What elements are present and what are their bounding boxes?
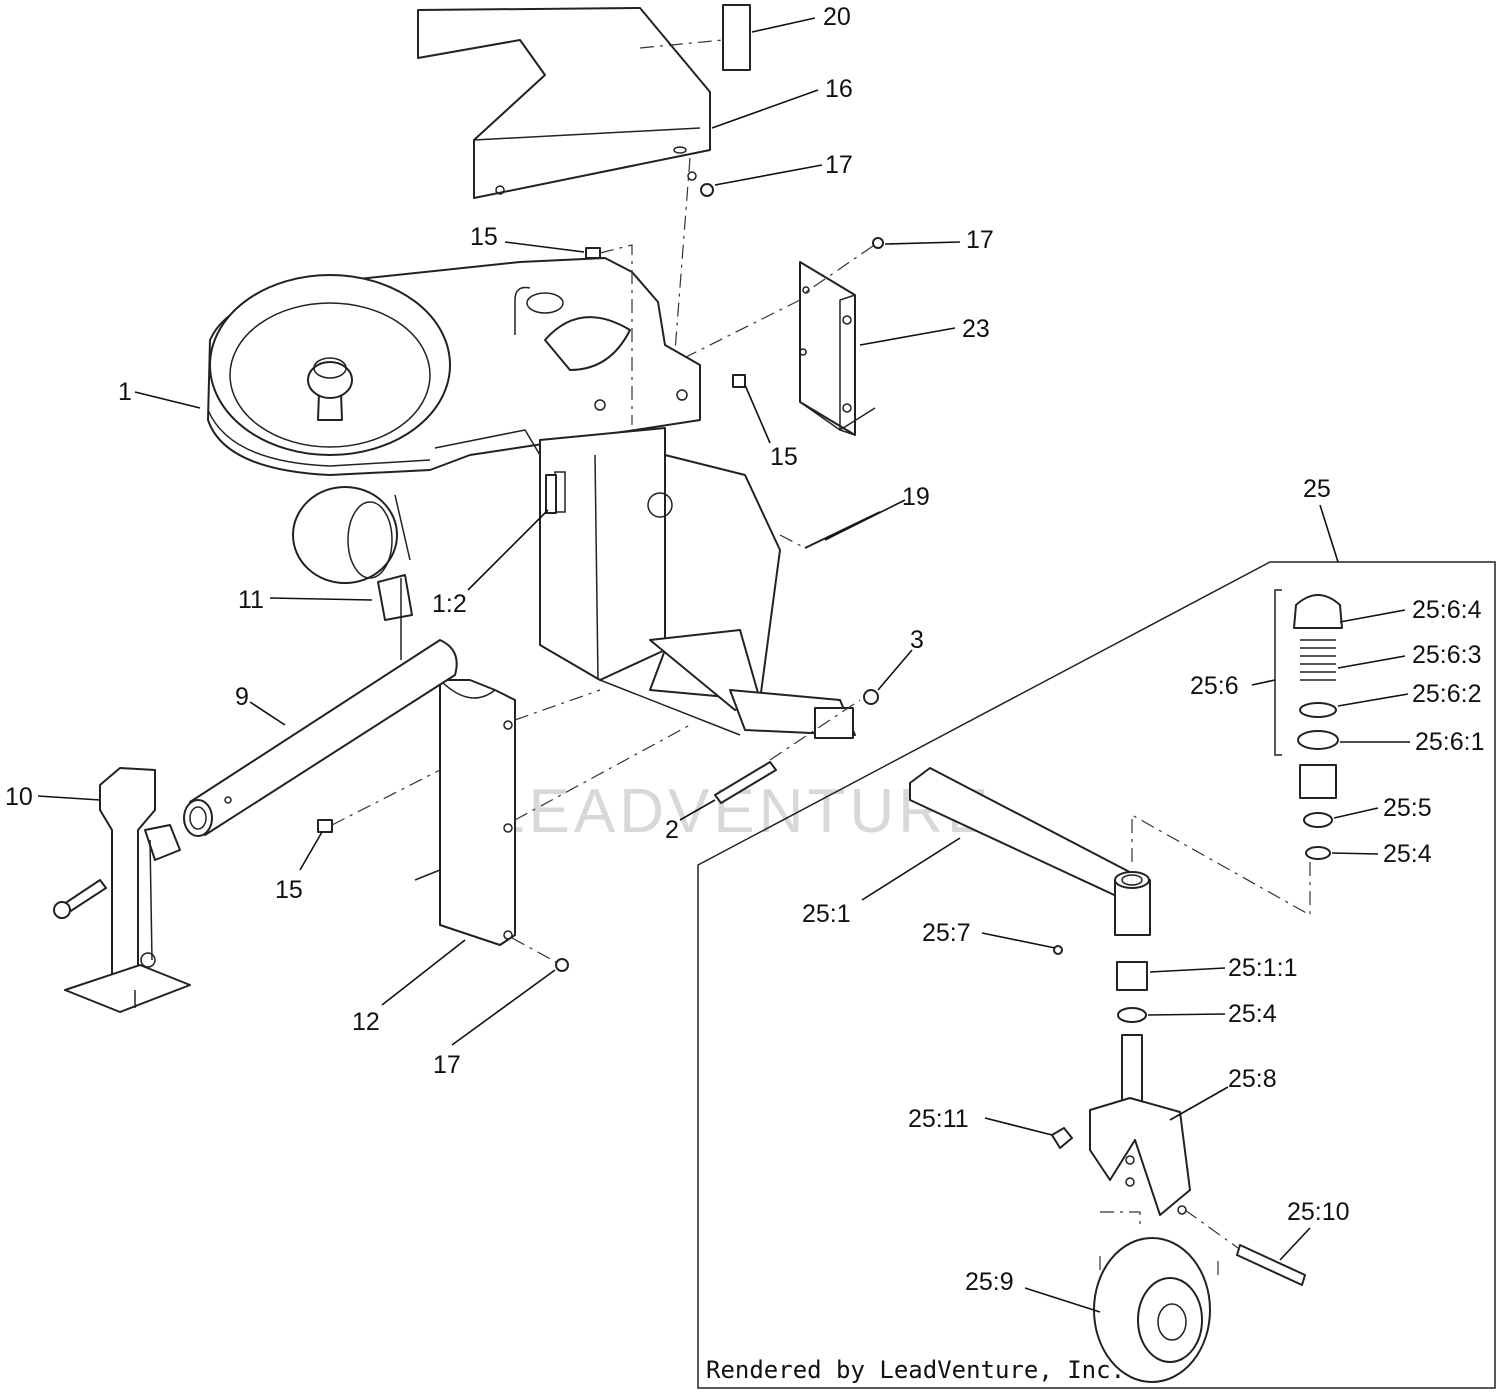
part-20-decal[interactable] [722, 4, 751, 71]
callout-3: 3 [910, 626, 924, 654]
detail-25-inset-frame [697, 561, 1496, 1389]
callout-23: 23 [962, 315, 990, 343]
part-25-1-1-bushing[interactable] [1116, 961, 1148, 991]
callout-1-2: 1:2 [432, 590, 467, 618]
part-23-plate[interactable] [799, 261, 876, 436]
callout-25-6-4: 25:6:4 [1412, 596, 1482, 624]
part-17-bolt-guard[interactable] [555, 958, 569, 972]
callout-17: 17 [433, 1051, 461, 1079]
callout-15: 15 [275, 876, 303, 904]
part-1-main-frame[interactable] [207, 257, 856, 739]
callout-17: 17 [966, 226, 994, 254]
part-25-9-wheel[interactable] [1093, 1237, 1219, 1383]
callout-25-1-1: 25:1:1 [1228, 954, 1298, 982]
callout-25-10: 25:10 [1287, 1198, 1350, 1226]
part-1-2-decal[interactable] [545, 474, 557, 514]
callout-1: 1 [118, 378, 132, 406]
part-25-1-tongue-extension[interactable] [909, 767, 1151, 936]
callout-25-4: 25:4 [1383, 840, 1432, 868]
callout-25-6: 25:6 [1190, 672, 1239, 700]
part-17-bolt-shield[interactable] [700, 183, 714, 197]
part-2-bolt[interactable] [714, 761, 777, 804]
part-25-6-knob-assembly[interactable] [1274, 589, 1343, 860]
callout-25-7: 25:7 [922, 919, 971, 947]
part-25-8-caster-fork[interactable] [1089, 1034, 1191, 1216]
part-10-jack[interactable] [53, 767, 191, 1013]
leader-lines [37, 17, 1410, 1313]
callout-25-11: 25:11 [908, 1105, 969, 1133]
part-16-shield[interactable] [417, 7, 711, 199]
callout-19: 19 [902, 483, 930, 511]
callout-9: 9 [235, 683, 249, 711]
callout-25-6-3: 25:6:3 [1412, 641, 1482, 669]
part-17-bolt-plate[interactable] [872, 237, 884, 249]
part-3-nut[interactable] [863, 689, 879, 705]
part-12-guard[interactable] [414, 679, 516, 946]
part-15-clip-right[interactable] [732, 374, 746, 388]
callout-25-5: 25:5 [1383, 794, 1432, 822]
callout-10: 10 [5, 783, 33, 811]
callout-2: 2 [665, 816, 679, 844]
callout-25-6-2: 25:6:2 [1412, 680, 1482, 708]
part-15-clip-top[interactable] [585, 247, 601, 259]
part-15-clip-bottom[interactable] [317, 819, 333, 833]
callout-25-8: 25:8 [1228, 1065, 1277, 1093]
callout-25-9: 25:9 [965, 1268, 1014, 1296]
callout-17: 17 [825, 151, 853, 179]
callout-12: 12 [352, 1008, 380, 1036]
callout-20: 20 [823, 3, 851, 31]
part-25-4-washer-lower[interactable] [1117, 1007, 1147, 1023]
callout-16: 16 [825, 75, 853, 103]
callout-15: 15 [470, 223, 498, 251]
callout-15: 15 [770, 443, 798, 471]
callout-25-6-1: 25:6:1 [1415, 728, 1485, 756]
part-25-7-grease-fitting[interactable] [1053, 945, 1063, 955]
part-11-clip-pin[interactable] [377, 574, 413, 660]
callout-11: 11 [238, 586, 264, 614]
render-credit-footer: Rendered by LeadVenture, Inc. [706, 1356, 1125, 1384]
part-9-tongue-tube[interactable] [183, 639, 458, 837]
part-1-caster-wheel [292, 486, 411, 584]
callout-25-4: 25:4 [1228, 1000, 1277, 1028]
part-25-10-bolt[interactable] [1236, 1244, 1306, 1286]
part-25-11-nut[interactable] [1051, 1127, 1073, 1149]
callout-25: 25 [1303, 475, 1331, 503]
callout-25-1: 25:1 [802, 900, 851, 928]
